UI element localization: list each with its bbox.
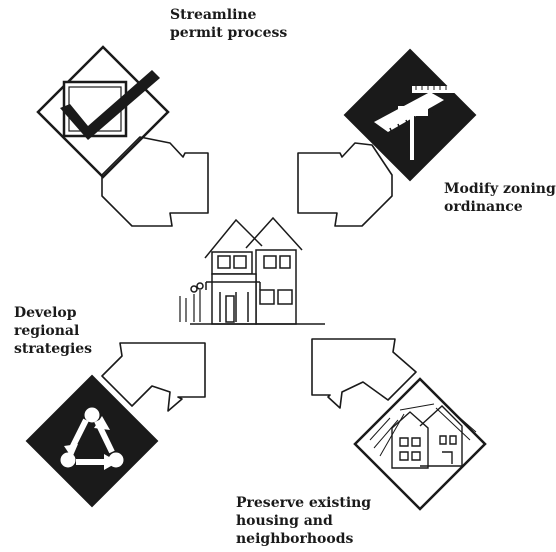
preserve-label-line-2: housing and [236,513,333,529]
regional-label-line-3: strategies [14,341,93,357]
regional-label-line-1: Develop [14,305,77,321]
regional-arrow [101,342,206,412]
regional-diamond [25,374,159,508]
zoning-label-line-2: ordinance [444,199,523,215]
preserve-label-line-3: neighborhoods [236,531,354,547]
regional-label-line-2: regional [14,323,80,339]
recycle-arrows-icon [60,407,124,470]
streamline-label-line-1: Streamline [170,7,257,23]
checkbox-check-icon [60,70,160,140]
zoning-label-line-1: Modify zoning [444,181,556,197]
streamline-arrow [101,136,209,227]
streamline-permit-node [36,45,170,179]
zoning-arrow [297,142,393,227]
tools-icon [374,86,456,160]
houses-icon [369,403,477,469]
house-icon [179,216,325,325]
streamline-permit-label: Streamline permit process [170,6,287,42]
streamline-label-line-2: permit process [170,25,288,41]
zoning-ordinance-label: Modify zoning ordinance [444,180,556,216]
preserve-label-line-1: Preserve existing [236,495,372,511]
preserve-node [353,377,487,511]
preserve-arrow [311,338,417,409]
zoning-node [343,48,477,182]
regional-strategies-label: Develop regional strategies [14,304,92,358]
preserve-housing-label: Preserve existing housing and neighborho… [236,494,371,548]
regional-node [25,374,159,508]
